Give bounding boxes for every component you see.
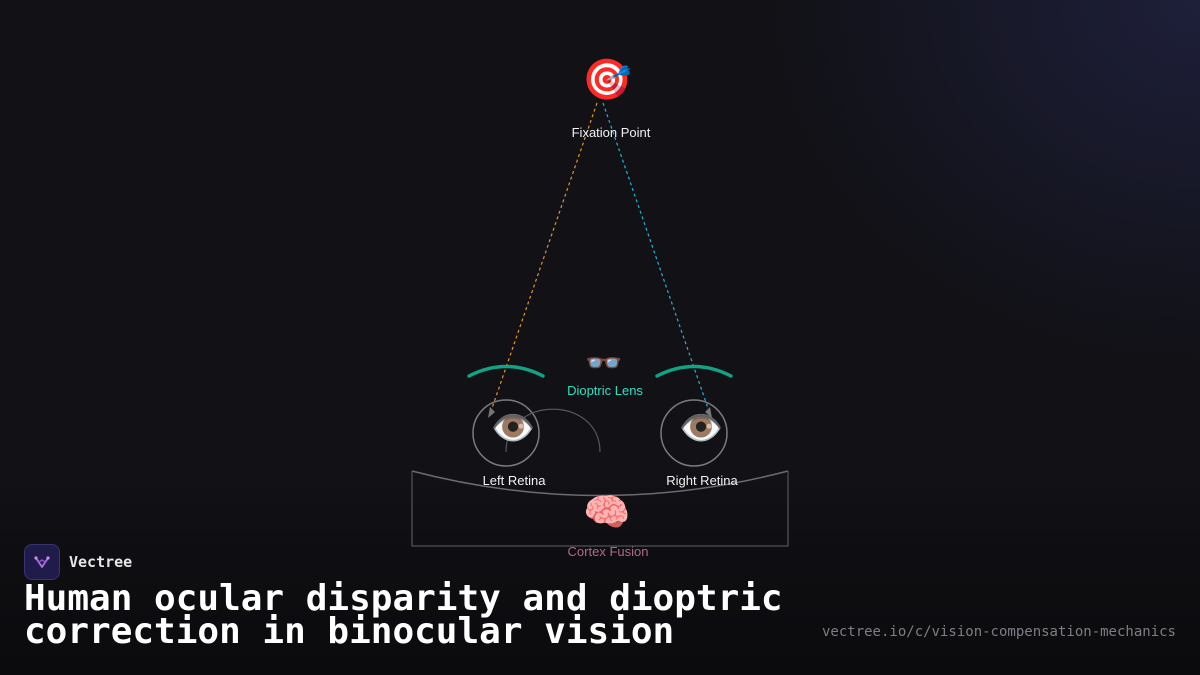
target-icon: 🎯 [582,57,632,103]
left-retina-label: Left Retina [482,473,546,488]
right-lens-arc [655,364,733,378]
right-retina-label: Right Retina [666,473,738,488]
glasses-icon: 👓 [585,346,623,381]
fixation-point-label: Fixation Point [571,125,651,140]
vectree-logo-icon [24,544,60,580]
right-ray-arrowhead [705,407,712,418]
right-eye-icon: 👁️ [678,408,724,449]
source-url[interactable]: vectree.io/c/vision-compensation-mechani… [821,624,1176,640]
left-ray-arrowhead [488,407,495,418]
left-eye-ring [472,399,540,467]
brand: Vectree [24,544,132,580]
right-eye-ray [602,102,711,415]
disparity-arc [505,408,601,453]
left-eye-icon: 👁️ [490,408,536,449]
cortex-bowl-curve [411,470,789,497]
page-title: Human ocular disparity and dioptric corr… [24,578,783,652]
brain-icon: 🧠 [583,490,631,534]
left-eye-ray [489,102,598,415]
left-lens-arc [467,364,545,378]
cortex-fusion-label: Cortex Fusion [567,544,649,559]
dioptric-lens-label: Dioptric Lens [567,383,643,398]
brand-name: Vectree [69,553,133,571]
cortex-bowl-frame [411,471,789,547]
right-eye-ring [660,399,728,467]
